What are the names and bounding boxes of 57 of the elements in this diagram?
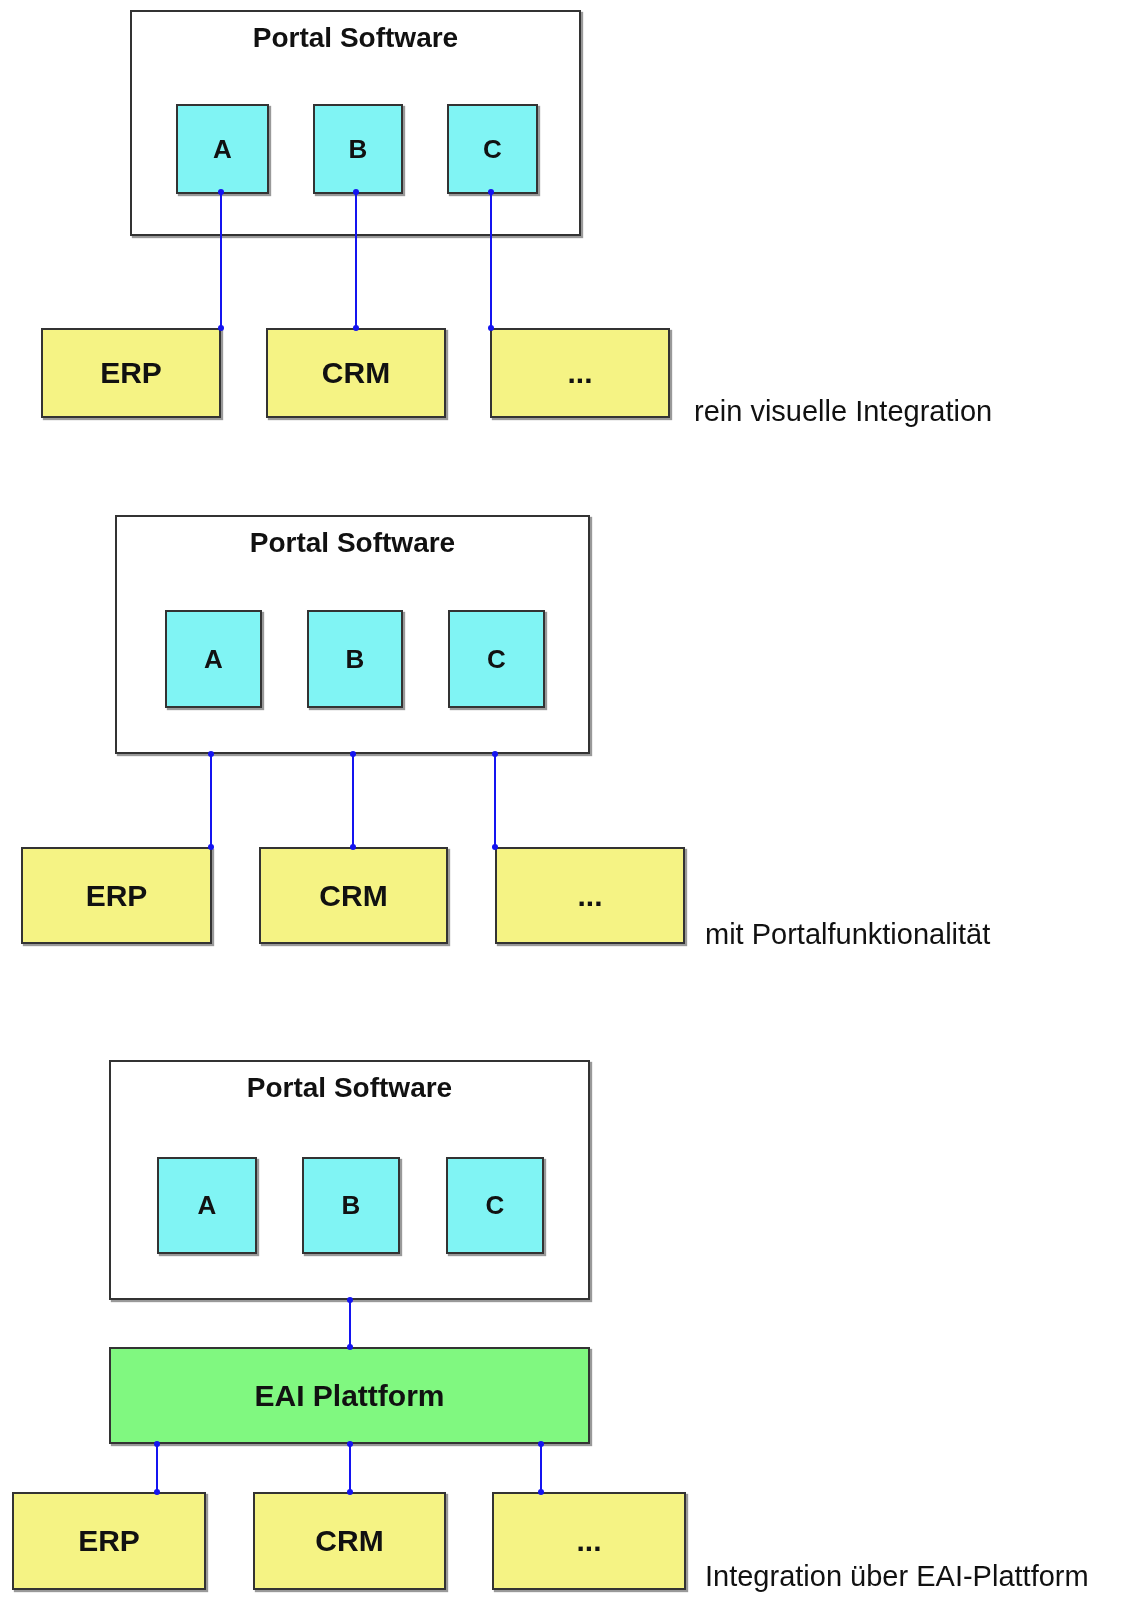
- system-box: [490, 328, 670, 418]
- system-box: [495, 847, 685, 944]
- connector-line: [154, 1441, 160, 1495]
- application-box: [313, 104, 403, 194]
- portal-frame: [115, 515, 590, 754]
- system-box: [253, 1492, 446, 1590]
- box-label: ERP: [100, 356, 162, 390]
- connector-line: [208, 751, 214, 850]
- box-label: A: [197, 1190, 217, 1221]
- box-label: B: [348, 133, 368, 165]
- caption: rein visuelle Integration: [694, 395, 993, 428]
- box-label: C: [483, 133, 502, 165]
- application-box: [447, 104, 538, 194]
- caption: Integration über EAI-Plattform: [705, 1560, 1089, 1593]
- application-box: [157, 1157, 257, 1254]
- box-label: CRM: [319, 878, 388, 913]
- application-box: [165, 610, 262, 708]
- application-box: [448, 610, 545, 708]
- application-box: [446, 1157, 544, 1254]
- system-box: [266, 328, 446, 418]
- connector-line: [353, 189, 359, 331]
- portal-frame: [130, 10, 581, 236]
- connector-line: [488, 189, 494, 331]
- connector-line: [350, 751, 356, 850]
- application-box: [176, 104, 269, 194]
- caption: mit Portalfunktionalität: [705, 918, 991, 951]
- box-label: C: [485, 1190, 505, 1221]
- box-label: CRM: [315, 1524, 384, 1558]
- connector-line: [347, 1441, 353, 1495]
- system-box: [21, 847, 212, 944]
- box-label: CRM: [321, 356, 391, 390]
- box-label: B: [345, 643, 365, 675]
- system-box: [41, 328, 221, 418]
- box-label: B: [341, 1190, 361, 1221]
- box-label: ERP: [85, 878, 148, 913]
- connector-line: [218, 189, 224, 331]
- application-box: [302, 1157, 400, 1254]
- box-label: ...: [576, 1524, 602, 1558]
- box-label: ...: [567, 356, 593, 390]
- connector-line: [347, 1297, 353, 1350]
- connector-line: [538, 1441, 544, 1495]
- connector-line: [492, 751, 498, 850]
- box-label: Portal Software: [252, 22, 459, 54]
- system-box: [492, 1492, 686, 1590]
- box-label: Portal Software: [246, 1072, 453, 1104]
- box-label: C: [487, 643, 506, 675]
- application-box: [307, 610, 403, 708]
- system-box: [259, 847, 448, 944]
- system-box: [12, 1492, 206, 1590]
- portal-frame: [109, 1060, 590, 1300]
- box-label: ERP: [78, 1524, 140, 1558]
- box-label: ...: [577, 878, 603, 913]
- box-label: A: [213, 133, 232, 165]
- box-label: A: [204, 643, 223, 675]
- platform-box: [109, 1347, 590, 1444]
- box-label: Portal Software: [249, 527, 456, 559]
- box-label: EAI Plattform: [254, 1378, 445, 1413]
